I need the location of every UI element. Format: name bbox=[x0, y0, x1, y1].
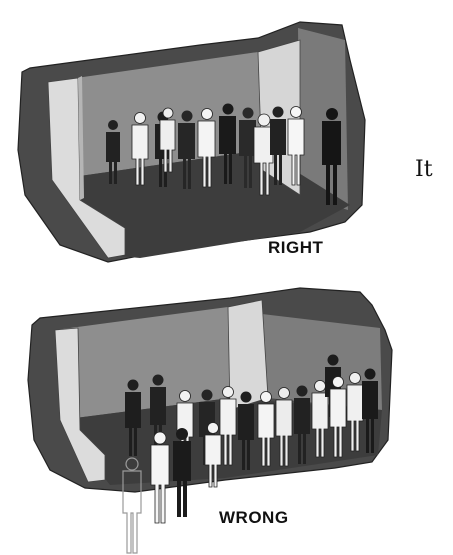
wrong-panel bbox=[28, 288, 392, 553]
right-panel bbox=[18, 22, 365, 262]
wrong-caption: WRONG bbox=[219, 508, 289, 528]
side-text: It bbox=[415, 157, 433, 182]
right-caption: RIGHT bbox=[268, 238, 323, 258]
